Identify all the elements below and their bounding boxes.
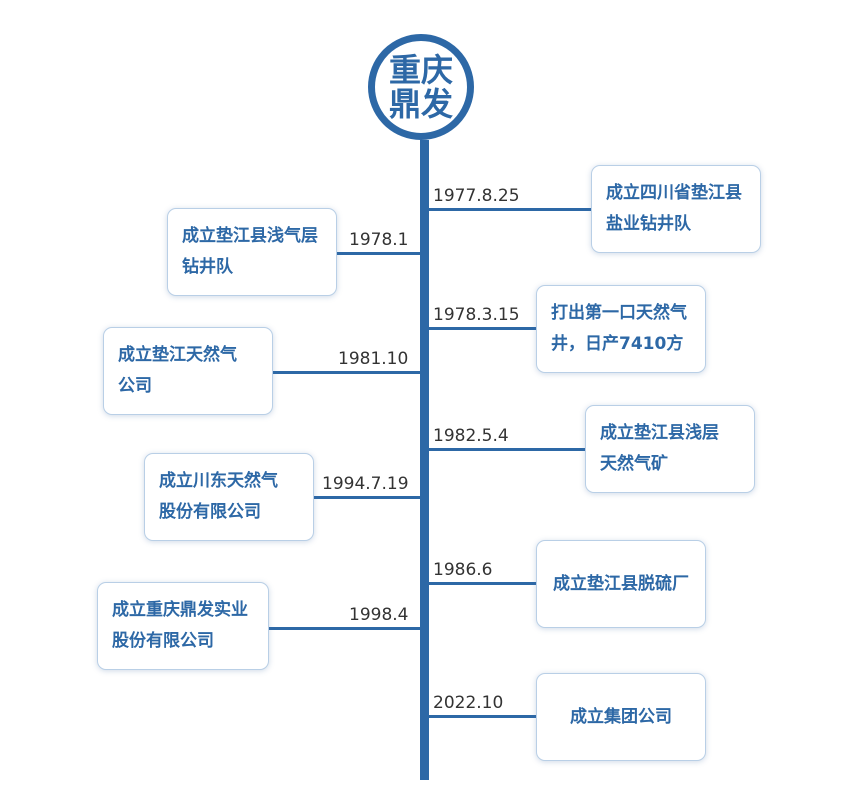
timeline-connector [429, 715, 536, 718]
logo-text: 重庆 鼎发 [387, 53, 455, 121]
event-description-line: 成立川东天然气 [159, 471, 278, 491]
event-description-line: 井，日产7410方 [551, 334, 684, 354]
timeline-connector [429, 327, 536, 330]
event-date: 1978.1 [349, 230, 409, 250]
timeline-connector [429, 582, 536, 585]
event-description-line: 成立重庆鼎发实业 [112, 600, 248, 620]
timeline-connector [273, 371, 420, 374]
event-date: 1981.10 [338, 349, 409, 369]
event-date: 1977.8.25 [433, 186, 520, 206]
event-card: 成立四川省垫江县盐业钻井队 [591, 165, 761, 253]
event-description-line: 成立垫江县脱硫厂 [553, 573, 689, 594]
event-card: 成立垫江天然气公司 [103, 327, 273, 415]
timeline-connector [429, 208, 591, 211]
event-date: 1982.5.4 [433, 426, 509, 446]
event-card: 成立垫江县浅气层钻井队 [167, 208, 337, 296]
event-description-line: 股份有限公司 [112, 631, 214, 651]
event-card: 成立集团公司 [536, 673, 706, 761]
event-date: 1978.3.15 [433, 305, 520, 325]
event-card: 成立垫江县脱硫厂 [536, 540, 706, 628]
event-description-line: 成立四川省垫江县 [606, 183, 742, 203]
event-card: 成立川东天然气股份有限公司 [144, 453, 314, 541]
company-logo: 重庆 鼎发 [368, 34, 474, 140]
event-description-line: 钻井队 [182, 257, 233, 277]
event-description-line: 成立集团公司 [570, 706, 672, 727]
event-card: 打出第一口天然气井，日产7410方 [536, 285, 706, 373]
event-description-line: 成立垫江天然气 [118, 345, 237, 365]
timeline-connector [337, 252, 420, 255]
event-description-line: 成立垫江县浅气层 [182, 226, 318, 246]
event-description-line: 公司 [118, 376, 152, 396]
event-description-line: 打出第一口天然气 [551, 303, 687, 323]
timeline-connector [269, 627, 420, 630]
timeline-connector [429, 448, 585, 451]
event-description-line: 股份有限公司 [159, 502, 261, 522]
logo-line-2: 鼎发 [388, 85, 453, 123]
event-card: 成立重庆鼎发实业股份有限公司 [97, 582, 269, 670]
logo-line-1: 重庆 [388, 51, 453, 89]
event-description-line: 盐业钻井队 [606, 214, 691, 234]
timeline-spine [420, 140, 429, 780]
timeline-connector [314, 496, 420, 499]
event-date: 1998.4 [349, 605, 409, 625]
event-date: 1994.7.19 [322, 474, 409, 494]
event-card: 成立垫江县浅层天然气矿 [585, 405, 755, 493]
event-date: 2022.10 [433, 693, 504, 713]
event-description-line: 成立垫江县浅层 [600, 423, 719, 443]
event-date: 1986.6 [433, 560, 493, 580]
event-description-line: 天然气矿 [600, 454, 668, 474]
